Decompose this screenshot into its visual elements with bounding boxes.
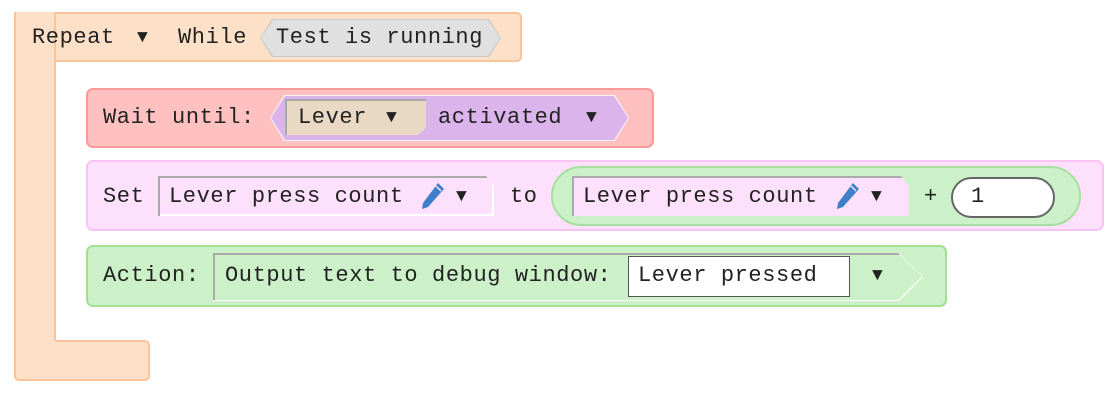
output-text-action-label: Output text to debug window: <box>225 263 612 288</box>
condition-block[interactable] <box>260 19 501 57</box>
set-variable-dropdown-icon[interactable]: ▼ <box>456 187 467 207</box>
repeat-mode-dropdown-icon[interactable]: ▼ <box>137 28 148 48</box>
repeat-label: Repeat <box>32 25 115 50</box>
to-label: to <box>510 184 538 209</box>
set-variable-field[interactable] <box>158 176 494 216</box>
pencil-icon[interactable] <box>418 181 446 211</box>
wait-until-label: Wait until: <box>103 105 255 130</box>
lever-state-dropdown-icon[interactable]: ▼ <box>586 108 597 128</box>
action-label: Action: <box>103 263 200 288</box>
lever-object-label: Lever <box>298 105 368 130</box>
operand-value: 1 <box>971 184 985 209</box>
expr-variable-field[interactable] <box>572 176 909 216</box>
debug-text-value: Lever pressed <box>638 263 818 288</box>
debug-text-input[interactable] <box>628 256 850 297</box>
operand-input[interactable] <box>951 177 1055 218</box>
pencil-icon[interactable] <box>833 181 861 211</box>
repeat-seam <box>16 341 56 349</box>
set-label: Set <box>103 184 145 209</box>
lever-object-dropdown[interactable] <box>285 99 426 135</box>
repeat-mode-label[interactable]: While <box>178 25 248 50</box>
action-dropdown-icon[interactable]: ▼ <box>872 266 883 286</box>
lever-object-dropdown-icon[interactable]: ▼ <box>386 108 397 128</box>
lever-state-label[interactable]: activated <box>438 105 563 130</box>
expr-variable-name: Lever press count <box>583 184 818 209</box>
expr-variable-dropdown-icon[interactable]: ▼ <box>871 187 882 207</box>
operator-label: + <box>924 184 938 209</box>
repeat-seam <box>16 56 54 346</box>
condition-label: Test is running <box>276 25 484 50</box>
set-variable-name: Lever press count <box>169 184 404 209</box>
